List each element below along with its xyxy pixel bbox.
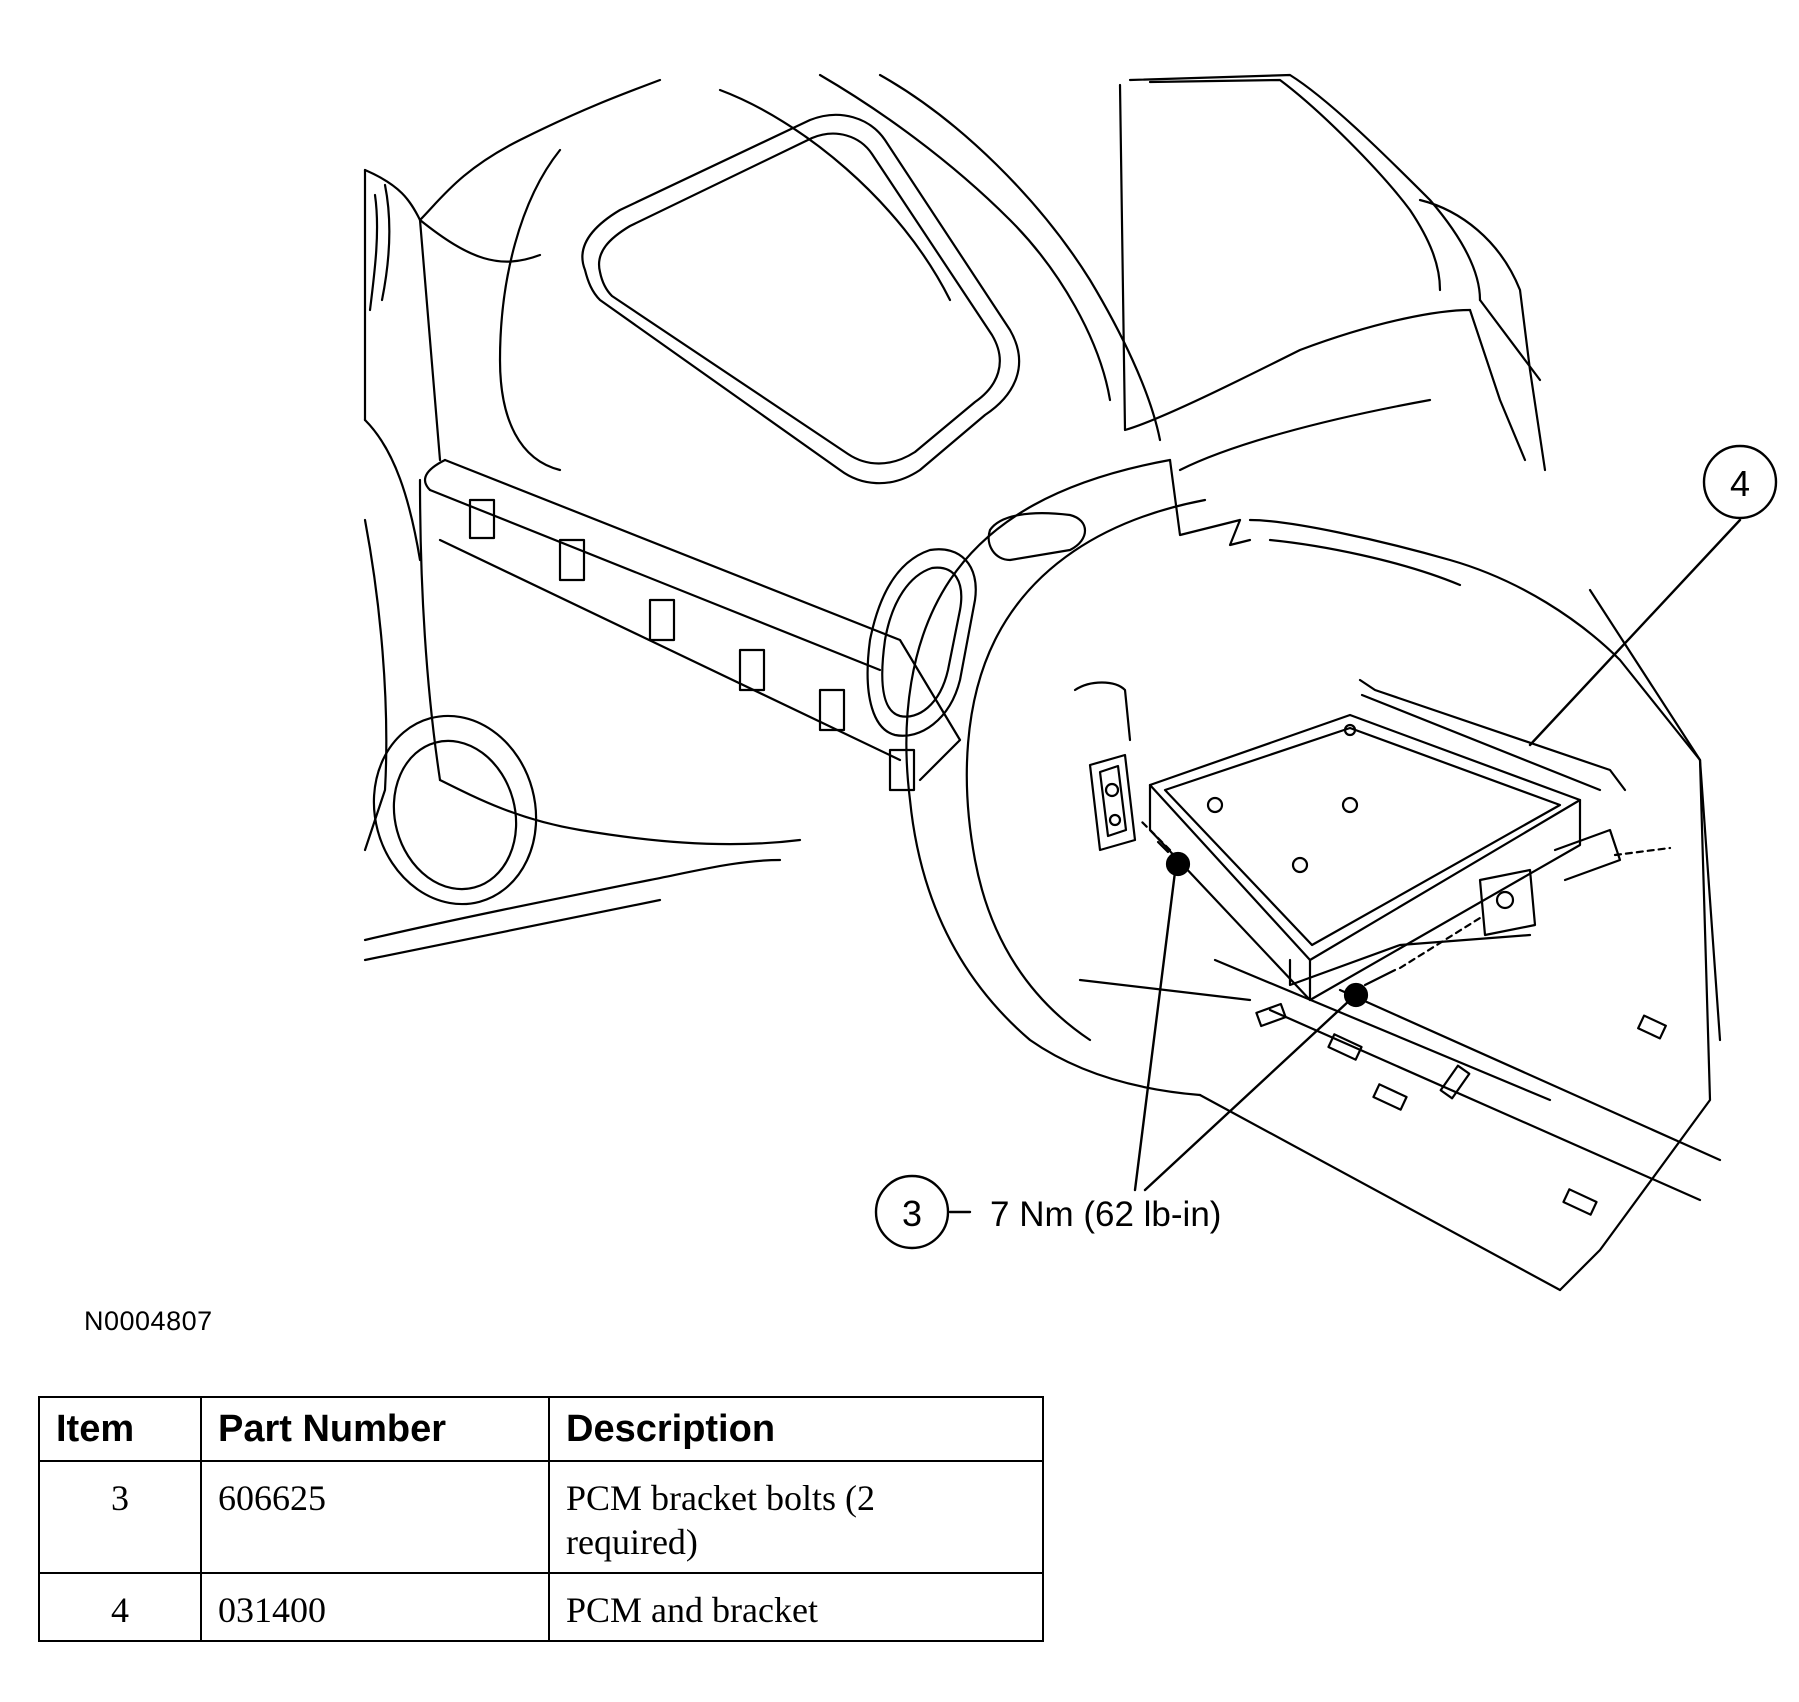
row-description: PCM bracket bolts (2 required) xyxy=(548,1460,1044,1574)
row-item: 4 xyxy=(38,1572,202,1642)
row-part-number: 031400 xyxy=(200,1572,550,1642)
callout-leaders xyxy=(948,518,1742,1214)
table-header-row: Item Part Number Description xyxy=(38,1396,1044,1462)
pcm-and-bracket-drawing xyxy=(1088,678,1672,1008)
instrument-panel-drawing xyxy=(363,73,1547,962)
row-part-number: 606625 xyxy=(200,1460,550,1574)
console-cavity-drawing xyxy=(905,458,1722,1292)
header-description: Description xyxy=(548,1396,1044,1462)
table-row: 4 031400 PCM and bracket xyxy=(38,1572,1044,1642)
pcm-installation-illustration: 4 3 7 Nm (62 lb-in) xyxy=(363,73,1778,1292)
vent-louvers xyxy=(468,498,916,792)
header-item: Item xyxy=(38,1396,202,1462)
parts-table: Item Part Number Description 3 606625 PC… xyxy=(38,1396,1044,1642)
table-row: 3 606625 PCM bracket bolts (2 required) xyxy=(38,1460,1044,1574)
figure-id: N0004807 xyxy=(84,1306,213,1336)
callout-4-number: 4 xyxy=(1730,463,1750,504)
header-part-number: Part Number xyxy=(200,1396,550,1462)
callout-4: 4 xyxy=(1702,444,1778,520)
row-description: PCM and bracket xyxy=(548,1572,1044,1642)
callout-3: 3 7 Nm (62 lb-in) xyxy=(874,1174,1221,1250)
callout-3-number: 3 xyxy=(902,1193,922,1234)
bracket-bolt-upper xyxy=(1156,840,1191,877)
torque-spec-label: 7 Nm (62 lb-in) xyxy=(990,1195,1221,1234)
row-item: 3 xyxy=(38,1460,202,1574)
